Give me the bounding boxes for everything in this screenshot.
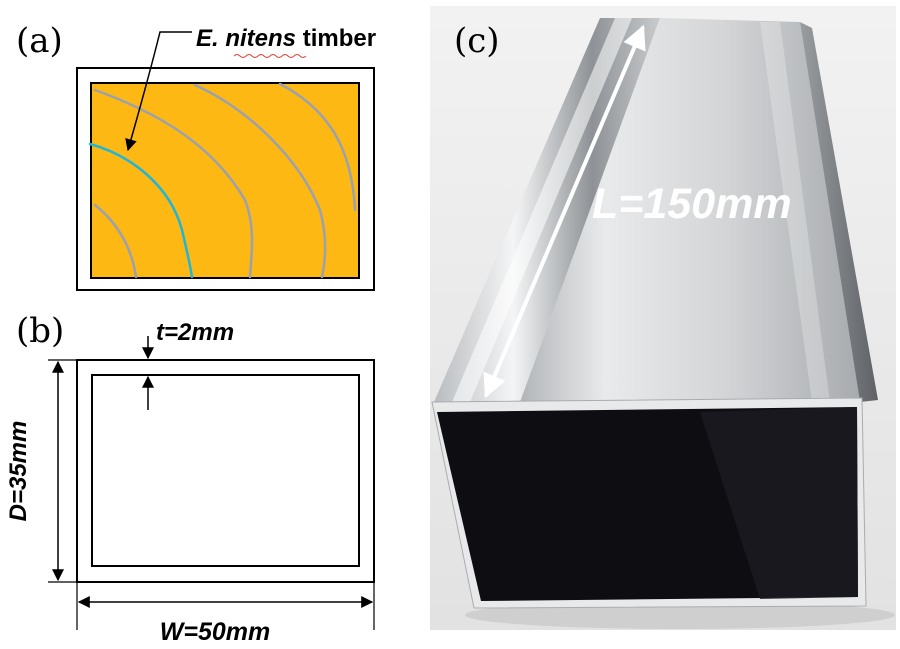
length-arrow — [483, 24, 646, 399]
panel-c: (c) L=150mm — [430, 6, 896, 630]
tube-right-face — [800, 22, 878, 402]
grain-line — [278, 82, 357, 212]
grain-line — [93, 88, 254, 279]
panel-b: (b) t=2mm D=35mm W=50mm — [5, 311, 375, 646]
grain-line — [193, 83, 327, 279]
thickness-label: t=2mm — [156, 319, 234, 346]
grain-lines — [88, 82, 357, 279]
depth-label: D=35mm — [5, 421, 32, 522]
timber-core — [90, 82, 360, 279]
reflection-streak — [760, 22, 830, 402]
photo-shadow — [465, 601, 895, 629]
grain-line — [93, 203, 138, 279]
panel-a: (a) E. nitens timber — [16, 21, 376, 291]
length-label: L=150mm — [592, 180, 792, 228]
spellcheck-underline — [233, 54, 307, 58]
section-inner-rect — [91, 374, 360, 567]
highlighted-grain-line — [88, 142, 194, 279]
panel-c-label: (c) — [454, 21, 500, 61]
width-label: W=50mm — [160, 618, 270, 646]
timber-annotation: E. nitens timber — [196, 25, 376, 52]
panel-b-label: (b) — [16, 311, 64, 351]
annotation-leader-arrow — [125, 31, 192, 152]
tube-interior-shade — [700, 407, 858, 599]
panel-a-label: (a) — [16, 21, 63, 61]
